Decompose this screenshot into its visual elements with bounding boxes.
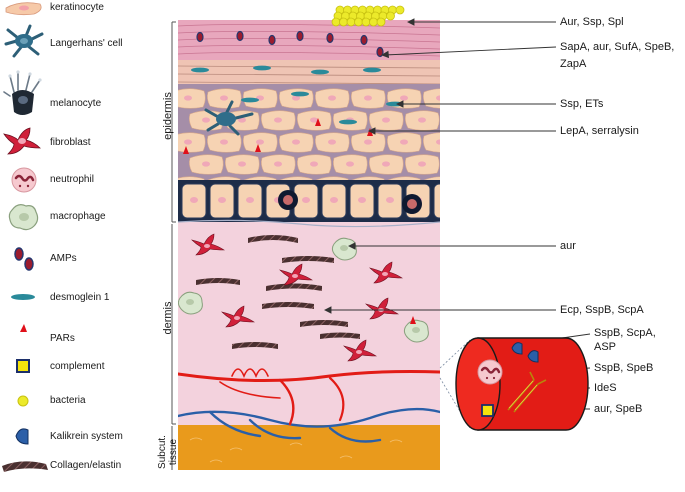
legend-label-amps: AMPs	[50, 253, 77, 264]
skin-block	[178, 20, 475, 470]
legend-label-fibroblast: fibroblast	[50, 137, 91, 148]
anno-ssp-ets: Ssp, ETs	[560, 98, 604, 110]
amps-icon	[14, 247, 34, 271]
legend	[2, 2, 48, 472]
legend-label-kalikrein: Kalikrein system	[50, 431, 123, 442]
anno-ecp: Ecp, SspB, ScpA	[560, 304, 644, 316]
melanocyte-icon	[3, 70, 42, 115]
macrophages	[178, 237, 429, 343]
artery	[178, 368, 440, 426]
keratinocyte	[441, 155, 475, 175]
anno-aur: aur	[560, 240, 576, 252]
vein	[178, 407, 440, 443]
anno-vessel-1b: ASP	[594, 341, 617, 353]
basal-layer	[181, 183, 440, 219]
legend-label-bacteria: bacteria	[50, 395, 86, 406]
legend-label-complement: complement	[50, 361, 105, 372]
keratinocyte	[441, 111, 475, 131]
legend-label-pars: PARs	[50, 333, 75, 344]
anno-sapa-line2: ZapA	[560, 58, 587, 70]
anno-vessel-2: SspB, SpeB	[594, 362, 654, 374]
desmoglein-icon	[11, 294, 35, 300]
collagen-icon	[2, 461, 48, 472]
anno-aur-ssp-spl: Aur, Ssp, Spl	[560, 16, 624, 28]
macrophage-icon	[8, 204, 39, 231]
bacteria-cluster	[331, 5, 405, 27]
langerhans-icon	[4, 24, 44, 58]
anno-lepa: LepA, serralysin	[560, 125, 639, 137]
legend-label-desmoglein: desmoglein 1	[50, 292, 110, 303]
anno-vessel-4: aur, SpeB	[594, 403, 643, 415]
keratinocyte-icon	[5, 2, 42, 16]
subcut-line2: tissue	[168, 438, 179, 466]
keratinocyte	[423, 88, 440, 109]
skin-diagram: keratinocyte Langerhans' cell melanocyte…	[2, 2, 675, 472]
legend-label-neutrophil: neutrophil	[50, 174, 94, 185]
legend-label-keratinocyte: keratinocyte	[50, 2, 104, 13]
anno-vessel-1a: SspB, ScpA,	[594, 327, 656, 339]
vessel-cross-section	[455, 337, 589, 431]
anno-sapa-line1: SapA, aur, SufA, SpeB,	[560, 41, 675, 53]
legend-label-melanocyte: melanocyte	[50, 98, 102, 109]
legend-label-langerhans: Langerhans' cell	[50, 38, 123, 49]
complement-icon	[16, 359, 30, 373]
layer-label-epidermis: epidermis	[162, 92, 174, 140]
kalikrein-icon	[15, 428, 29, 445]
fibroblasts	[191, 233, 403, 362]
pars-icon	[20, 324, 27, 332]
subcut-line1: Subcut.	[157, 435, 168, 469]
collagen-bundles	[196, 235, 360, 349]
bacteria-icon	[17, 395, 29, 407]
layer-brackets	[171, 21, 176, 470]
anno-vessel-3: IdeS	[594, 382, 617, 394]
keratinocyte	[423, 132, 440, 153]
legend-label-collagen: Collagen/elastin	[50, 460, 122, 471]
diagram-canvas	[2, 2, 591, 472]
layer-label-subcut: Subcut.tissue	[157, 412, 179, 492]
fibroblast-icon	[3, 127, 41, 155]
neutrophil-icon	[11, 167, 37, 193]
layer-label-dermis: dermis	[162, 301, 174, 335]
legend-label-macrophage: macrophage	[50, 211, 106, 222]
